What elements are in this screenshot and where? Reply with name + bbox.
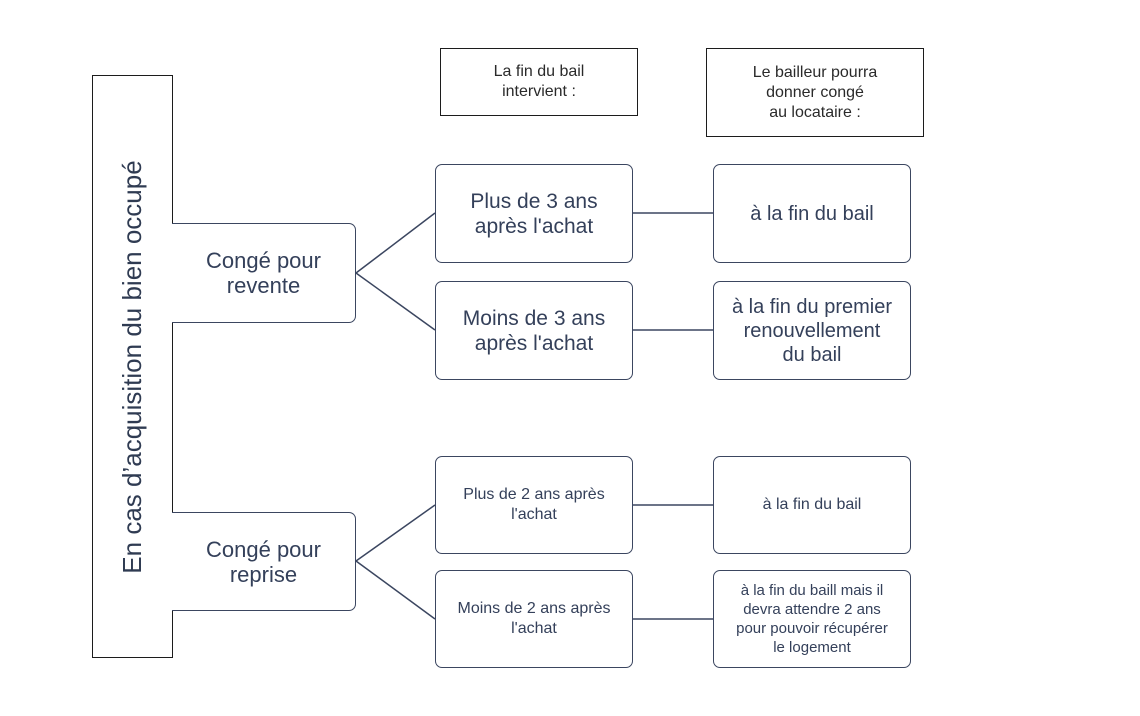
connector-reprise-moins2 xyxy=(355,560,436,620)
root-box xyxy=(92,75,173,658)
root-label: En cas d’acquisition du bien occupé xyxy=(117,160,147,574)
connector-revente-plus3 xyxy=(355,212,436,274)
branch-reprise: Congé pour reprise xyxy=(172,512,356,611)
condition-plus-2-ans: Plus de 2 ans après l'achat xyxy=(435,456,633,554)
branch-revente: Congé pour revente xyxy=(172,223,356,323)
condition-moins-3-ans: Moins de 3 ans après l'achat xyxy=(435,281,633,380)
connector-revente-moins3 xyxy=(355,272,436,331)
result-premier-renouvellement: à la fin du premier renouvellement du ba… xyxy=(713,281,911,380)
condition-plus-3-ans: Plus de 3 ans après l'achat xyxy=(435,164,633,263)
result-attendre-2-ans: à la fin du baill mais il devra attendre… xyxy=(713,570,911,668)
header-conge: Le bailleur pourra donner congé au locat… xyxy=(706,48,924,137)
connector-reprise-plus2 xyxy=(355,504,436,562)
condition-moins-2-ans: Moins de 2 ans après l'achat xyxy=(435,570,633,668)
result-fin-du-bail-reprise: à la fin du bail xyxy=(713,456,911,554)
header-fin-bail: La fin du bail intervient : xyxy=(440,48,638,116)
result-fin-du-bail-revente: à la fin du bail xyxy=(713,164,911,263)
